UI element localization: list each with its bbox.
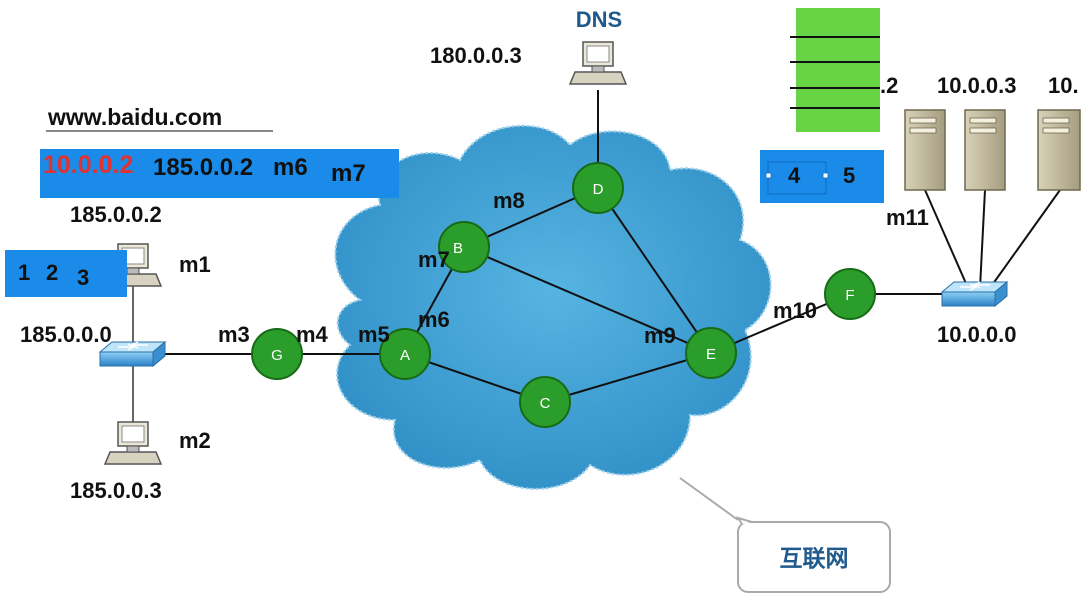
router-b[interactable]: B bbox=[438, 221, 490, 273]
link-d-e bbox=[597, 187, 712, 354]
box-45-b: 5 bbox=[843, 163, 855, 188]
dns-computer-icon[interactable] bbox=[568, 41, 628, 85]
packet-header-box: 10.0.0.2 185.0.0.2 m6 m7 bbox=[40, 149, 399, 198]
server-2-ip: 10.0.0.3 bbox=[937, 73, 1017, 98]
router-g[interactable]: G bbox=[251, 328, 303, 380]
box-123-a: 1 bbox=[18, 260, 30, 285]
server-icon-1[interactable] bbox=[904, 109, 946, 191]
router-b-label: B bbox=[453, 240, 463, 257]
internet-callout: 互联网 bbox=[679, 477, 891, 593]
server-icon-2[interactable] bbox=[964, 109, 1006, 191]
host-m2-computer-icon[interactable] bbox=[103, 421, 163, 465]
callout-text: 互联网 bbox=[780, 546, 849, 572]
internet-cloud bbox=[334, 124, 772, 490]
server-icon-3[interactable] bbox=[1037, 109, 1081, 191]
router-d-label: D bbox=[593, 181, 604, 198]
router-c-label: C bbox=[540, 395, 551, 412]
mac-m4: m4 bbox=[296, 322, 329, 347]
box-123: 1 2 3 bbox=[5, 250, 127, 297]
box-45: 4 5 bbox=[760, 150, 884, 203]
box-123-c: 3 bbox=[77, 265, 89, 290]
url-label: www.baidu.com bbox=[47, 104, 222, 130]
switch-right[interactable] bbox=[940, 280, 1009, 308]
left-network-label: 185.0.0.0 bbox=[20, 322, 112, 347]
green-block bbox=[790, 8, 880, 132]
link-switch-right-s2 bbox=[979, 189, 986, 289]
packet-src-ip: 185.0.0.2 bbox=[153, 154, 253, 181]
router-a[interactable]: A bbox=[379, 328, 431, 380]
router-e-label: E bbox=[706, 346, 716, 363]
host-m2-ip: 185.0.0.3 bbox=[70, 478, 162, 503]
link-switch-right-s3 bbox=[989, 189, 1061, 289]
host-m1-ip: 185.0.0.2 bbox=[70, 202, 162, 227]
right-network-label: 10.0.0.0 bbox=[937, 322, 1017, 347]
link-switch-right-s1 bbox=[924, 189, 969, 289]
server-1-ip: .2 bbox=[880, 73, 898, 98]
router-e[interactable]: E bbox=[685, 327, 737, 379]
host-m2-mac: m2 bbox=[179, 428, 211, 453]
mac-m11: m11 bbox=[886, 205, 929, 230]
mac-m9: m9 bbox=[644, 323, 676, 348]
mac-m10: m10 bbox=[773, 298, 817, 323]
packet-dst-ip: 10.0.0.2 bbox=[43, 151, 133, 179]
dns-title: DNS bbox=[576, 7, 622, 32]
router-d[interactable]: D bbox=[572, 162, 624, 214]
packet-mac-2: m7 bbox=[331, 160, 366, 187]
mac-m3: m3 bbox=[218, 322, 250, 347]
router-f[interactable]: F bbox=[824, 268, 876, 320]
switch-left[interactable] bbox=[98, 340, 167, 368]
mac-m7: m7 bbox=[418, 247, 450, 272]
host-m1-mac: m1 bbox=[179, 252, 211, 277]
link-c-e bbox=[544, 352, 712, 403]
router-f-label: F bbox=[845, 287, 854, 304]
link-b-e bbox=[463, 246, 712, 354]
box-45-a: 4 bbox=[788, 163, 801, 188]
mac-m5: m5 bbox=[358, 322, 390, 347]
router-a-label: A bbox=[400, 347, 410, 364]
router-g-label: G bbox=[271, 347, 283, 364]
dns-ip: 180.0.0.3 bbox=[430, 43, 522, 68]
routers: D B A C E F G bbox=[251, 162, 876, 428]
mac-m8: m8 bbox=[493, 188, 525, 213]
packet-mac-1: m6 bbox=[273, 154, 308, 181]
router-c[interactable]: C bbox=[519, 376, 571, 428]
box-123-b: 2 bbox=[46, 260, 58, 285]
server-3-ip: 10. bbox=[1048, 73, 1079, 98]
mac-m6: m6 bbox=[418, 307, 450, 332]
